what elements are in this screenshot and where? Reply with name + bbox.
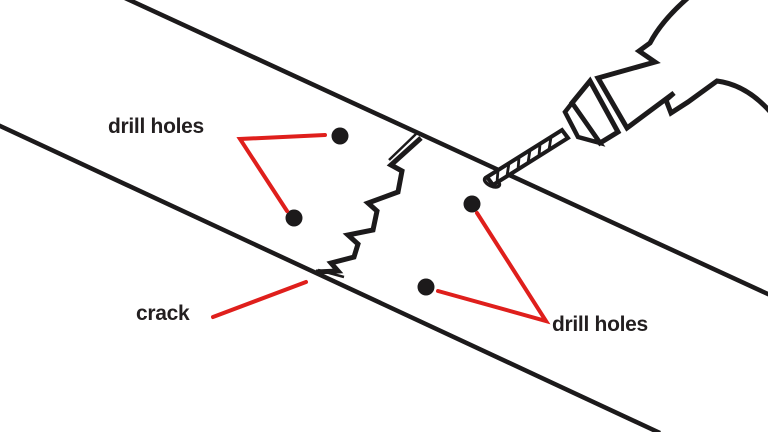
board-top-edge — [124, 0, 768, 297]
drill-hole-dot — [285, 209, 303, 227]
crack-splinter-bottom — [317, 268, 345, 279]
power-drill-icon — [484, 0, 768, 188]
label-drill-holes-right: drill holes — [552, 313, 648, 336]
leader-line-crack — [211, 280, 308, 319]
drill-hole-dots — [285, 127, 481, 296]
drill-hole-dot — [417, 278, 435, 296]
board-bottom-edge — [0, 123, 661, 432]
drill-chuck-cone — [562, 99, 606, 147]
drill-hole-dot — [331, 127, 349, 145]
drill-bit-flutes — [495, 136, 553, 184]
leader-line-right-holes — [436, 211, 551, 325]
drill-body — [594, 0, 768, 132]
crack-zigzag — [315, 136, 423, 275]
label-crack: crack — [136, 302, 190, 325]
drill-hole-dot — [463, 195, 481, 213]
crack-group — [315, 133, 423, 279]
leader-lines — [211, 133, 551, 325]
leader-line-left-holes — [236, 133, 327, 213]
label-drill-holes-left: drill holes — [108, 115, 204, 138]
crack-splinter-top — [388, 133, 417, 161]
